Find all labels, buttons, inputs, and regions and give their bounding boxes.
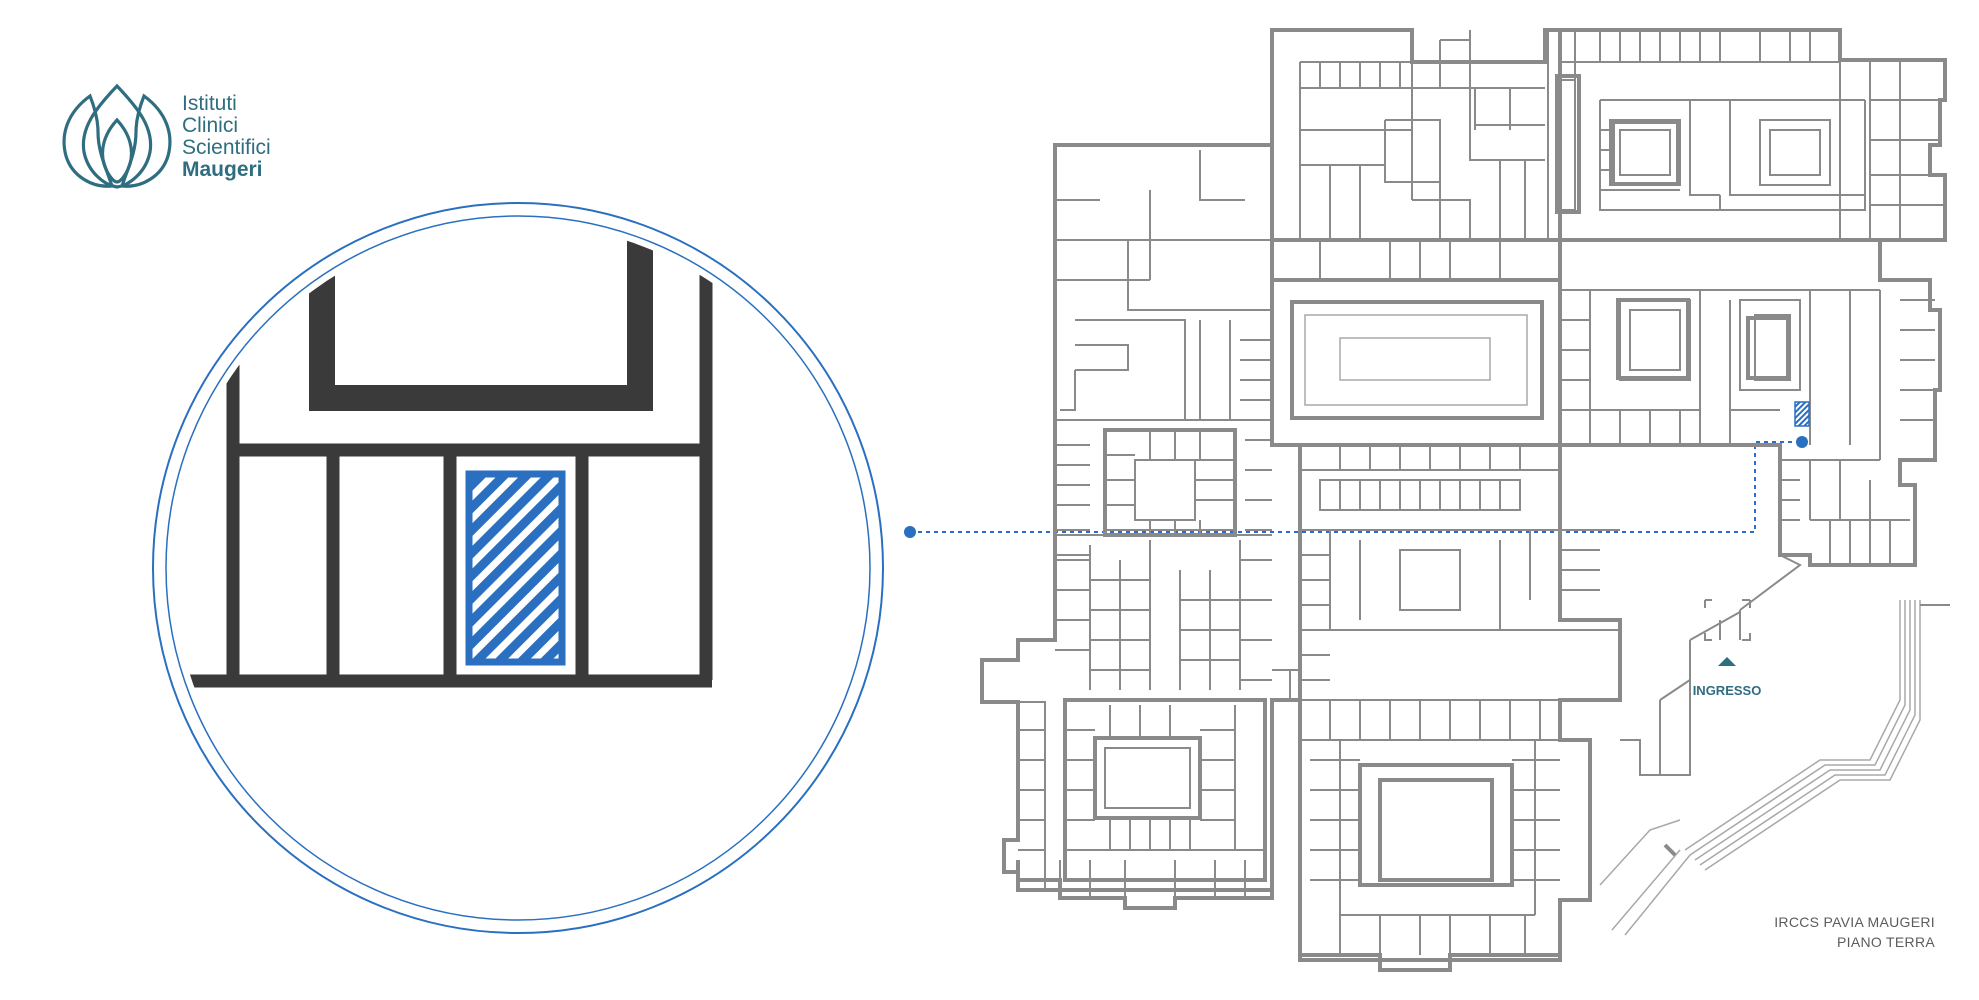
destination-dot bbox=[1796, 436, 1808, 448]
route-connector bbox=[904, 436, 1808, 538]
zoomed-destination-room bbox=[465, 470, 566, 666]
site-name: IRCCS PAVIA MAUGERI bbox=[1774, 914, 1935, 930]
zoom-inner-ring bbox=[165, 215, 871, 921]
lotus-icon bbox=[62, 83, 172, 189]
map-caption: IRCCS PAVIA MAUGERI PIANO TERRA bbox=[1774, 914, 1935, 950]
brand-line-4: Maugeri bbox=[182, 158, 263, 181]
destination-room bbox=[1794, 401, 1810, 427]
floor-plan: INGRESSO bbox=[980, 28, 1950, 972]
zoom-detail bbox=[173, 223, 713, 688]
brand-line-2: Clinici bbox=[182, 114, 238, 137]
entrance-arrow-icon bbox=[1718, 657, 1736, 666]
zoom-outer-ring bbox=[152, 202, 884, 934]
brand-logo: Istituti Clinici Scientifici Maugeri bbox=[62, 83, 271, 189]
floor-name: PIANO TERRA bbox=[1837, 934, 1935, 950]
brand-line-3: Scientifici bbox=[182, 136, 271, 159]
brand-line-1: Istituti bbox=[182, 92, 237, 115]
entrance-label: INGRESSO bbox=[1693, 683, 1762, 698]
zoom-inset bbox=[152, 202, 884, 934]
